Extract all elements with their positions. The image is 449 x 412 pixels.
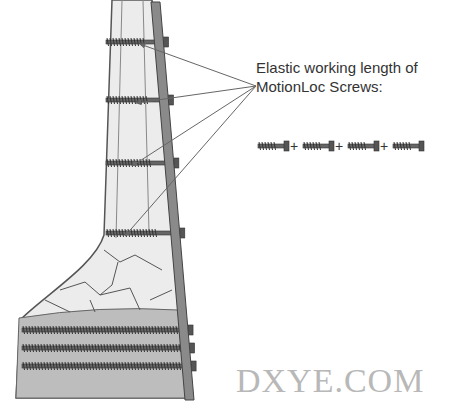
- screw: [22, 361, 196, 371]
- screw: [22, 325, 193, 335]
- condyle-block: [16, 309, 186, 398]
- screw: [348, 141, 379, 151]
- plus-sign: +: [290, 138, 298, 154]
- fracture-line: [60, 282, 140, 310]
- screw: [393, 141, 424, 151]
- watermark: DXYE.COM: [236, 362, 424, 400]
- callout-label: Elastic working length of MotionLoc Scre…: [256, 58, 446, 96]
- fracture-line: [104, 250, 162, 270]
- screw: [258, 141, 289, 151]
- fracture-line: [150, 290, 172, 300]
- leader-line: [132, 86, 256, 166]
- cortex-line: [116, 0, 122, 238]
- fracture-line: [100, 262, 118, 295]
- plus-sign: +: [335, 138, 343, 154]
- fracture-line: [90, 300, 95, 312]
- leader-line: [125, 86, 256, 236]
- leader-line: [136, 86, 256, 103]
- leader-line: [140, 44, 256, 86]
- fracture-line: [45, 300, 70, 312]
- plus-sign: +: [380, 138, 388, 154]
- screw: [303, 141, 334, 151]
- cortex-line: [143, 0, 149, 232]
- screw: [22, 343, 195, 353]
